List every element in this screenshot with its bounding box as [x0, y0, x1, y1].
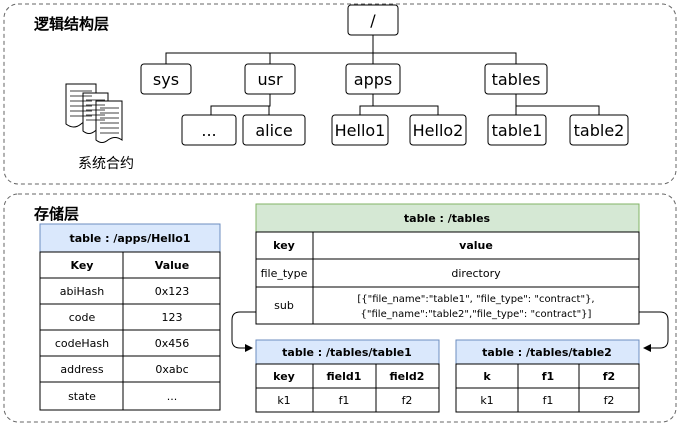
table1-header: field2 — [390, 370, 425, 383]
logical-layer-title: 逻辑结构层 — [34, 15, 109, 33]
svg-text:sys: sys — [153, 70, 179, 89]
contract-label: 系统合约 — [78, 156, 134, 172]
hello1-cell: 0x123 — [155, 285, 190, 298]
tree-node-tables: tables — [484, 63, 548, 95]
table1-table-title-bar — [255, 339, 440, 365]
storage-layer-frame — [3, 193, 677, 423]
table1-cell: f2 — [402, 394, 413, 407]
hello1-cell: 123 — [162, 311, 183, 324]
hello1-table-title-bar — [39, 223, 221, 253]
svg-text:Hello1: Hello1 — [335, 121, 386, 140]
tables-cell-sub-line2: {"file_name":"table2","file_type": "cont… — [361, 309, 592, 320]
hello1-table: table : /apps/Hello1 Key Value abiHash 0… — [39, 223, 221, 411]
svg-text:table2: table2 — [574, 121, 625, 140]
sub-table-arrows — [231, 311, 669, 352]
svg-text:table : /tables/table2: table : /tables/table2 — [482, 346, 612, 359]
tables-cell: sub — [274, 299, 294, 312]
svg-text:usr: usr — [257, 70, 282, 89]
svg-text:table : /apps/Hello1: table : /apps/Hello1 — [69, 232, 190, 245]
table1-header: field1 — [327, 370, 362, 383]
table2-header: f1 — [542, 370, 554, 383]
tree-node-table1: table1 — [487, 114, 547, 146]
svg-text:tables: tables — [492, 70, 541, 89]
table2-header: k — [483, 370, 491, 383]
tables-cell: file_type — [261, 267, 308, 280]
svg-text:/: / — [370, 11, 376, 30]
table2-cell: f2 — [604, 394, 615, 407]
tables-header-key: key — [273, 239, 295, 252]
storage-layer-title: 存储层 — [34, 205, 79, 223]
tree-node-sys: sys — [140, 63, 192, 95]
table1-table: table : /tables/table1 key field1 field2… — [255, 339, 440, 413]
hello1-cell: ... — [167, 390, 178, 403]
tree-node-hello2: Hello2 — [409, 114, 467, 146]
hello1-cell: state — [68, 390, 96, 403]
tree-node-apps: apps — [345, 63, 401, 95]
hello1-cell: address — [60, 363, 103, 376]
table1-cell: k1 — [277, 394, 290, 407]
hello1-cell: 0x456 — [155, 337, 190, 350]
hello1-cell: code — [69, 311, 96, 324]
document-stack-icon — [65, 83, 123, 143]
table2-cell: f1 — [543, 394, 554, 407]
tree-node-usr-more: ... — [181, 114, 237, 146]
tree-node-usr: usr — [244, 63, 296, 95]
tables-table: table : /tables key value file_type dire… — [255, 203, 640, 325]
tree-node-alice: alice — [242, 114, 306, 146]
tables-header-value: value — [459, 239, 493, 252]
tables-cell-sub-line1: [{"file_name":"table1", "file_type": "co… — [357, 294, 594, 305]
svg-text:alice: alice — [255, 121, 292, 140]
svg-text:table : /tables/table1: table : /tables/table1 — [282, 346, 412, 359]
svg-text:table : /tables: table : /tables — [404, 212, 491, 225]
tree-node-hello1: Hello1 — [331, 114, 389, 146]
table1-cell: f1 — [339, 394, 350, 407]
hello1-header-key: Key — [71, 259, 94, 272]
hello1-header-value: Value — [155, 259, 189, 272]
hello1-cell: codeHash — [55, 337, 109, 350]
tables-cell: directory — [451, 267, 501, 280]
tree-node-table2: table2 — [569, 114, 629, 146]
hello1-cell: abiHash — [60, 285, 105, 298]
tree-connectors — [165, 35, 600, 115]
tree-node-root: / — [347, 4, 399, 36]
svg-text:apps: apps — [354, 70, 392, 89]
table1-header: key — [273, 370, 295, 383]
table2-header: f2 — [603, 370, 615, 383]
table2-table: table : /tables/table2 k f1 f2 k1 f1 f2 — [455, 339, 640, 413]
table2-cell: k1 — [480, 394, 493, 407]
logical-layer-frame — [3, 3, 677, 185]
svg-text:Hello2: Hello2 — [413, 121, 464, 140]
hello1-cell: 0xabc — [155, 363, 188, 376]
svg-text:table1: table1 — [492, 121, 543, 140]
svg-text:...: ... — [201, 121, 216, 140]
